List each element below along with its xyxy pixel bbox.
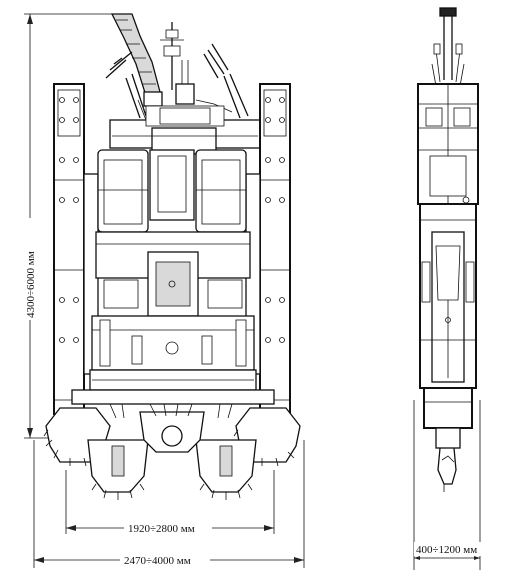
motors [97, 149, 247, 233]
left-guide-column [53, 83, 99, 415]
outer-width-dimension: 2470÷4000 мм [33, 440, 305, 568]
feed-hose [110, 13, 163, 107]
side-width-dimension: 400÷1200 мм [413, 400, 510, 570]
front-view: 4300÷6000 мм [23, 13, 305, 568]
middle-frame [95, 231, 251, 317]
side-view: 400÷1200 мм [413, 7, 510, 570]
side-width-label: 400÷1200 мм [416, 544, 477, 556]
right-guide-column [245, 83, 291, 415]
inner-width-label: 1920÷2800 мм [128, 523, 195, 535]
height-dimension-label: 4300÷6000 мм [25, 251, 37, 318]
hydraulic-hoses [105, 43, 249, 121]
lower-frame [71, 315, 275, 405]
height-dimension: 4300÷6000 мм [23, 13, 132, 439]
inner-width-dimension: 1920÷2800 мм [65, 470, 275, 535]
cutter-wheels [43, 403, 301, 500]
outer-width-label: 2470÷4000 мм [124, 555, 191, 567]
top-mast [160, 22, 195, 105]
